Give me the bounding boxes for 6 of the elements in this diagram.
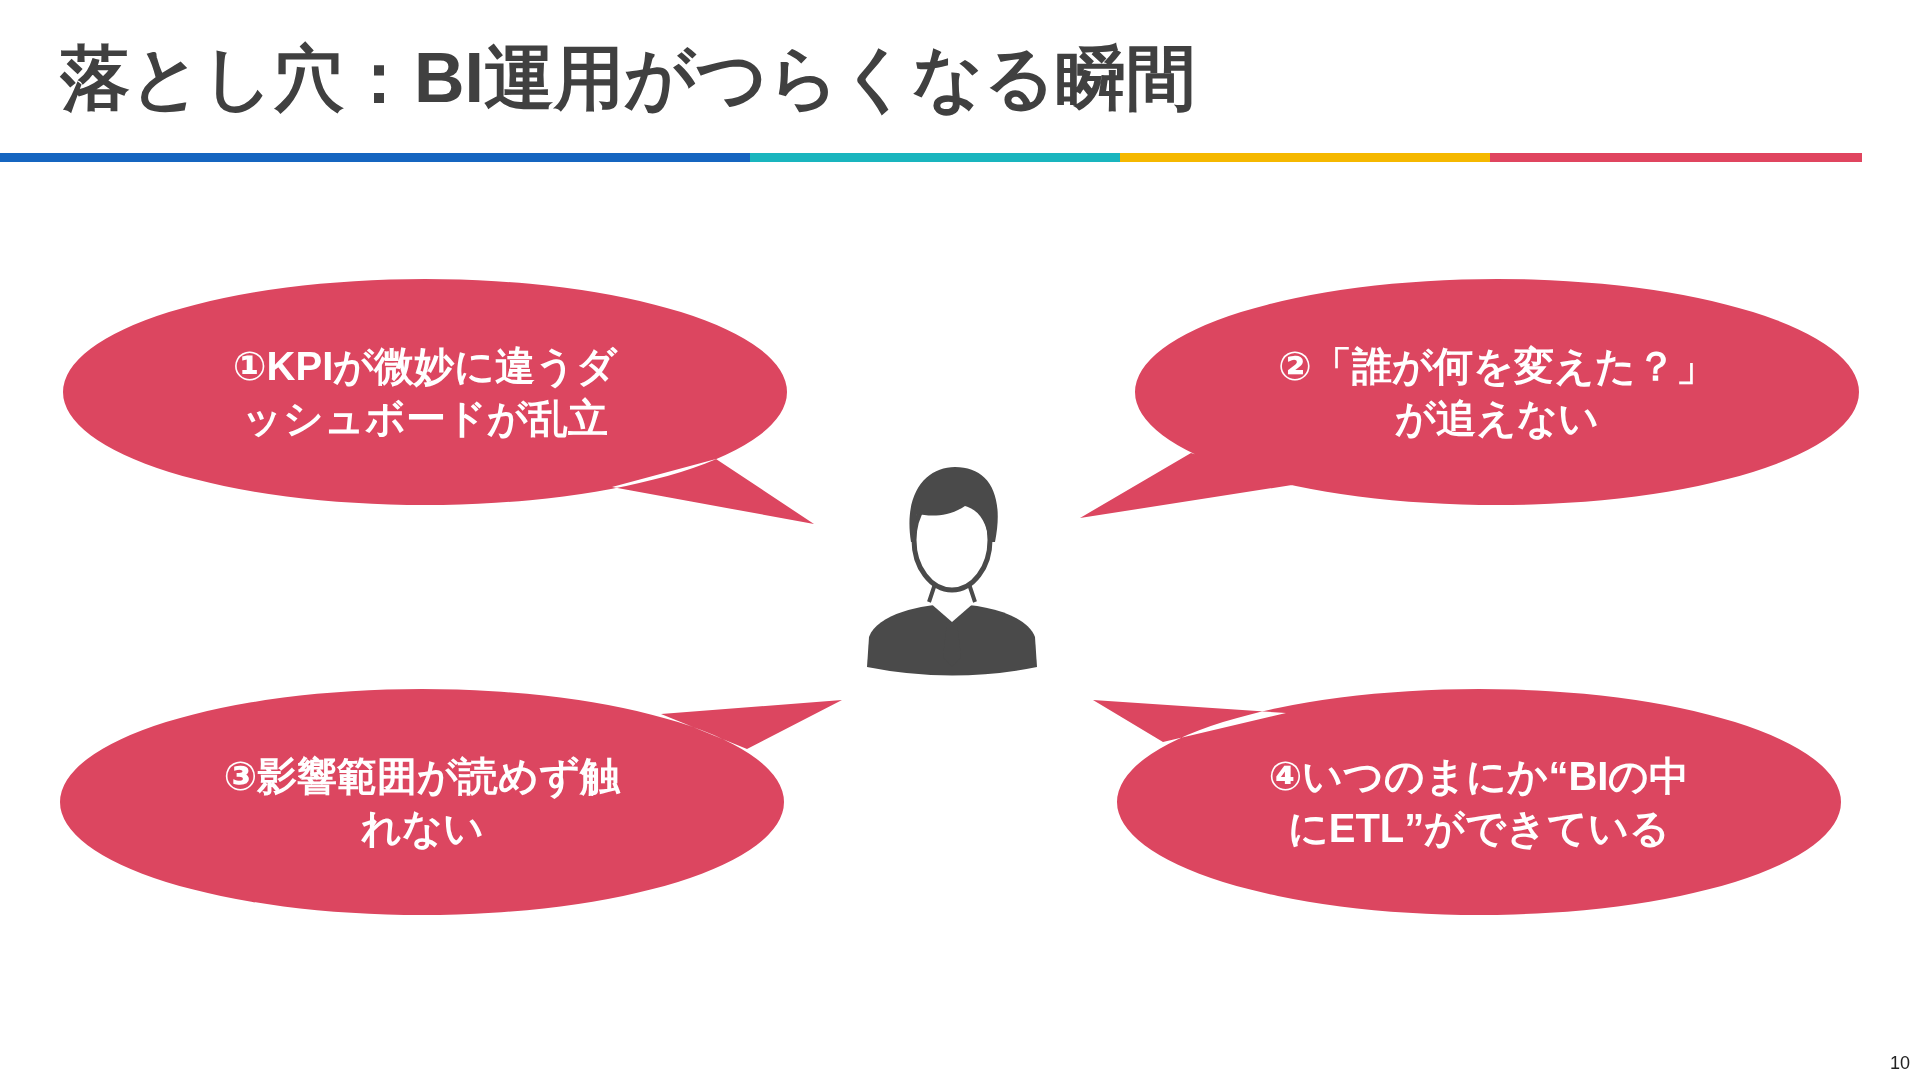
page-number: 10 bbox=[1889, 1053, 1910, 1074]
bubble-text: ①KPIが微妙に違うダッシュボードが乱立 bbox=[231, 343, 619, 442]
bubble-text: ③影響範囲が読めず触れない bbox=[222, 753, 622, 852]
bubble-text: ②「誰が何を変えた？」が追えない bbox=[1277, 343, 1717, 442]
bubble-text: ④いつのまにか“BIの中にETL”ができている bbox=[1267, 753, 1691, 852]
slide-title: 落とし穴：BI運用がつらくなる瞬間 bbox=[60, 38, 1196, 119]
